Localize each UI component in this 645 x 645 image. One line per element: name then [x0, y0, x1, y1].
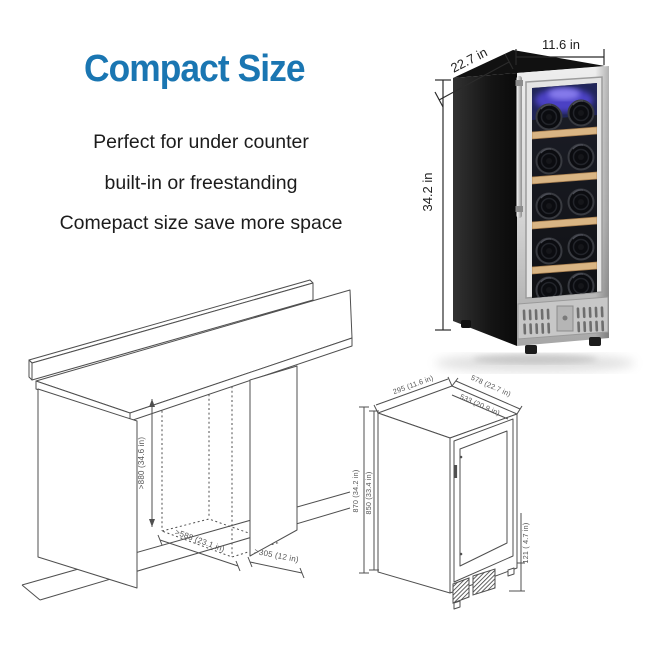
vent-slots: [522, 306, 605, 335]
cooler-interior: [532, 83, 597, 298]
vent-screw: [562, 315, 568, 321]
width-dimension-label: 11.6 in: [542, 37, 580, 52]
niche-height-dimension: >880 (34.6 in): [137, 399, 155, 527]
width-dimension: 11.6 in: [515, 37, 605, 65]
height-dimensions: 870 (34.2 in) 850 (33.4 in): [351, 406, 379, 574]
wood-shelf: [532, 216, 597, 230]
niche-depth-dimension: >588 (23.1 in): [157, 527, 241, 572]
installation-drawing: >880 (34.6 in) >588 (23.1 in) >305 (12 i…: [21, 279, 353, 601]
niche-width-label: >305 (12 in): [253, 547, 299, 565]
total-height-label: 870 (34.2 in): [351, 470, 360, 513]
left-cabinet-panel: [37, 388, 138, 589]
outline-vent: [452, 577, 470, 604]
outline-foot: [507, 567, 515, 577]
cooler-side-panel: [453, 73, 517, 346]
desc-line-1: Perfect for under counter: [93, 131, 309, 153]
backsplash: [28, 279, 314, 381]
niche-width-dimension: >305 (12 in): [247, 547, 305, 579]
outline-door-handle: [454, 465, 458, 478]
niche-depth-label: >588 (23.1 in): [174, 527, 226, 553]
total-depth-label: 578 (22.7 in): [470, 373, 513, 399]
page-title: Compact Size: [84, 48, 306, 90]
cooler-foot: [589, 337, 601, 346]
wine-cooler-image: [453, 50, 609, 354]
dimension-drawing: 870 (34.2 in) 850 (33.4 in) 295 (11.6 in…: [351, 373, 530, 610]
height-dimension: 34.2 in: [420, 79, 451, 331]
outline-door-frame: [453, 418, 514, 583]
cooler-top-face: [453, 50, 605, 78]
base-height-label: 121 ( 4.7 in): [521, 523, 530, 564]
desc-line-2: built-in or freestanding: [104, 172, 298, 194]
outline-foot: [453, 600, 461, 610]
outline-front-face: [449, 413, 518, 594]
floor-reflection: [435, 354, 635, 372]
base-height-dimension: 121 ( 4.7 in): [509, 513, 530, 592]
outline-side-face: [377, 412, 451, 594]
cooler-foot: [525, 345, 537, 354]
niche-height-label: >880 (34.6 in): [137, 437, 146, 490]
outline-vent: [472, 568, 496, 596]
body-height-label: 850 (33.4 in): [364, 472, 373, 515]
desc-line-3: Comepact size save more space: [59, 212, 343, 234]
door-handle: [516, 76, 522, 218]
wood-shelf: [532, 171, 597, 185]
cooler-foot: [461, 320, 471, 328]
outline-door-window: [459, 430, 508, 567]
product-photo: 34.2 in 22.7 in 11.6 in: [420, 37, 635, 372]
wood-shelf: [532, 261, 597, 275]
cooler-outline: [377, 385, 518, 610]
height-dimension-label: 34.2 in: [420, 172, 435, 211]
wood-shelf: [532, 126, 597, 140]
right-cabinet-panel: [249, 365, 298, 557]
width-label: 295 (11.6 in): [392, 373, 435, 396]
vent-grille: [517, 296, 609, 340]
